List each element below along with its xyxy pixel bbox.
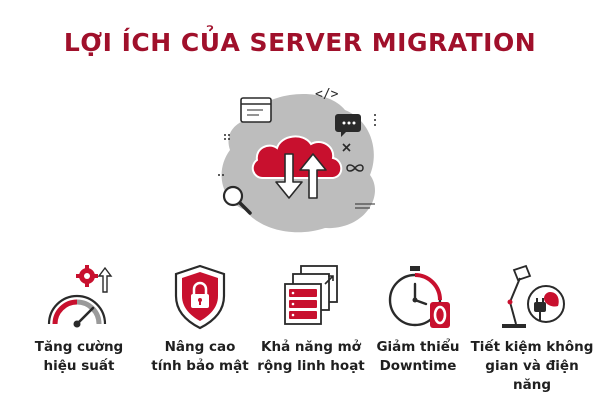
lamp-plug-leaf-icon: [502, 264, 565, 328]
benefit-line1: Tăng cường: [34, 339, 124, 355]
page-title: LỢI ÍCH CỦA SERVER MIGRATION: [63, 28, 537, 57]
stopwatch-zero-icon: [388, 266, 450, 328]
benefit-line2: hiệu suất: [43, 358, 115, 374]
benefit-performance: Tăng cường hiệu suất: [14, 262, 144, 376]
benefit-line1: Tiết kiệm không: [470, 339, 594, 355]
speedometer-gear-icon: [47, 265, 113, 328]
server-expand-icon: [284, 265, 338, 325]
benefit-line2: tính bảo mật: [151, 358, 249, 374]
browser-window-icon: [240, 97, 272, 123]
chat-bubble-icon: [335, 114, 361, 137]
code-icon: </>: [315, 87, 339, 102]
benefit-saving: Tiết kiệm không gian và điện năng: [467, 262, 597, 395]
shield-lock-icon: [174, 264, 226, 330]
benefit-scalability: Khả năng mở rộng linh hoạt: [246, 262, 376, 376]
benefit-line2: Downtime: [379, 358, 457, 374]
close-icon: [342, 143, 351, 152]
benefit-line2: gian và điện năng: [485, 358, 579, 393]
benefit-line1: Nâng cao: [164, 339, 236, 355]
benefit-line1: Giảm thiểu: [376, 339, 460, 355]
infinity-icon: [346, 164, 364, 172]
benefit-line2: rộng linh hoạt: [257, 358, 365, 374]
benefits-row: Tăng cường hiệu suất Nâng cao tính bảo m…: [0, 262, 600, 400]
benefit-downtime: Giảm thiểu Downtime: [353, 262, 483, 376]
benefit-line1: Khả năng mở: [261, 339, 361, 355]
hero-illustration: </>: [218, 87, 376, 233]
magnifier-icon: [222, 185, 252, 215]
benefit-security: Nâng cao tính bảo mật: [135, 262, 265, 376]
cloud-upload-download-icon: [251, 135, 343, 199]
